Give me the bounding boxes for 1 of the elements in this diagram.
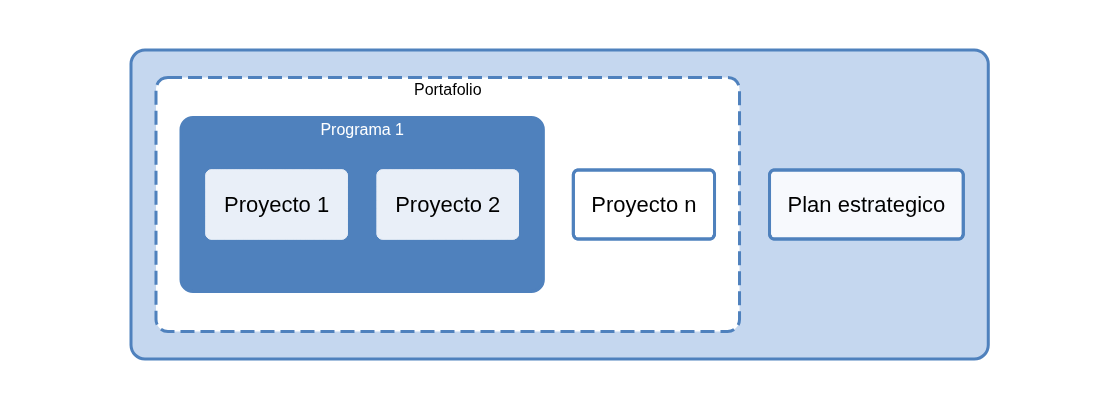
cluster <box>129 48 990 360</box>
